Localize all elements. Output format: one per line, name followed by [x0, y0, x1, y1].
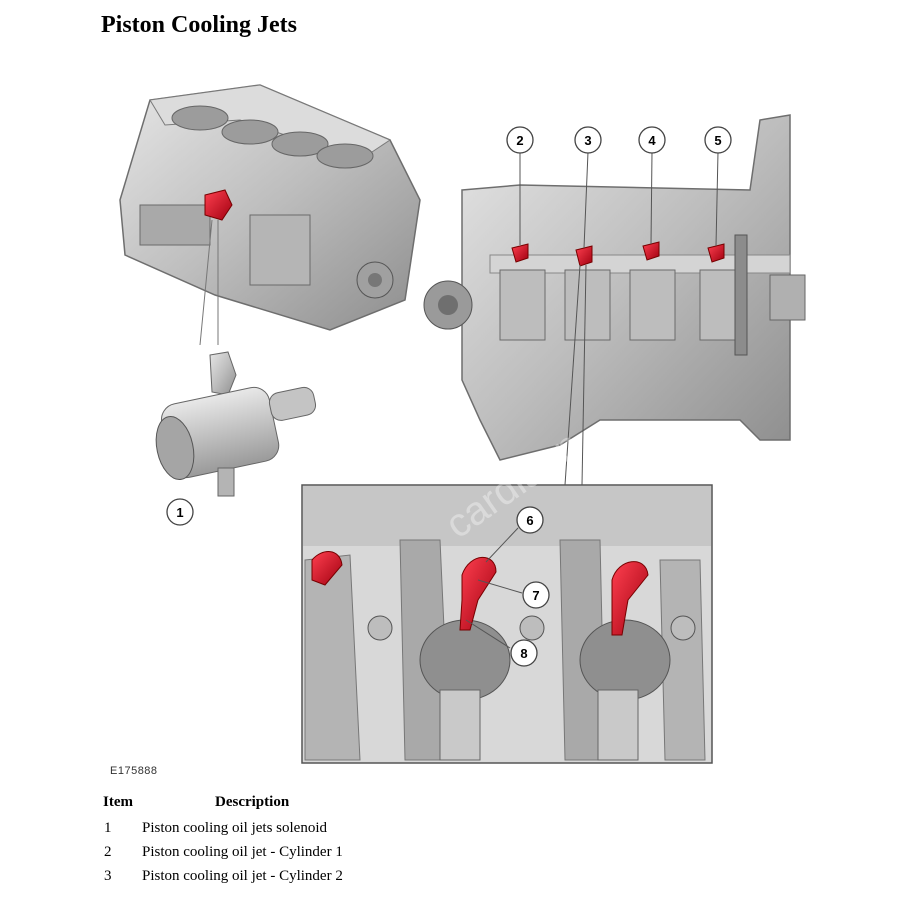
svg-text:7: 7: [532, 588, 539, 603]
page-title: Piston Cooling Jets: [101, 12, 298, 38]
svg-text:8: 8: [520, 646, 527, 661]
row-description: Piston cooling oil jet - Cylinder 2: [142, 868, 343, 884]
callout-1: 1: [166, 498, 194, 526]
row-description: Piston cooling oil jet - Cylinder 1: [142, 844, 343, 860]
crankcase-drawing: [423, 114, 806, 486]
callout-5: 5: [704, 126, 732, 154]
row-item: 1: [104, 820, 112, 836]
detail-inset: [301, 484, 713, 764]
callout-4: 4: [638, 126, 666, 154]
callout-2: 2: [506, 126, 534, 154]
callout-8: 8: [510, 639, 538, 667]
callout-6: 6: [516, 506, 544, 534]
row-item: 2: [104, 844, 112, 860]
callout-7: 7: [522, 581, 550, 609]
svg-text:6: 6: [526, 513, 533, 528]
svg-text:3: 3: [584, 133, 591, 148]
table-header-item: Item: [103, 794, 133, 810]
engine-illustration: cardiagn 1 2 3 4 5 6 7 8: [119, 84, 806, 764]
row-item: 3: [104, 868, 112, 884]
svg-text:5: 5: [714, 133, 721, 148]
svg-text:4: 4: [648, 133, 656, 148]
svg-text:2: 2: [516, 133, 523, 148]
table-header-description: Description: [215, 794, 290, 810]
solenoid-drawing: [155, 351, 317, 497]
row-description: Piston cooling oil jets solenoid: [142, 820, 328, 836]
svg-text:1: 1: [176, 505, 183, 520]
engine-block-drawing: [119, 84, 421, 346]
figure-id: E175888: [110, 765, 158, 777]
callout-3: 3: [574, 126, 602, 154]
